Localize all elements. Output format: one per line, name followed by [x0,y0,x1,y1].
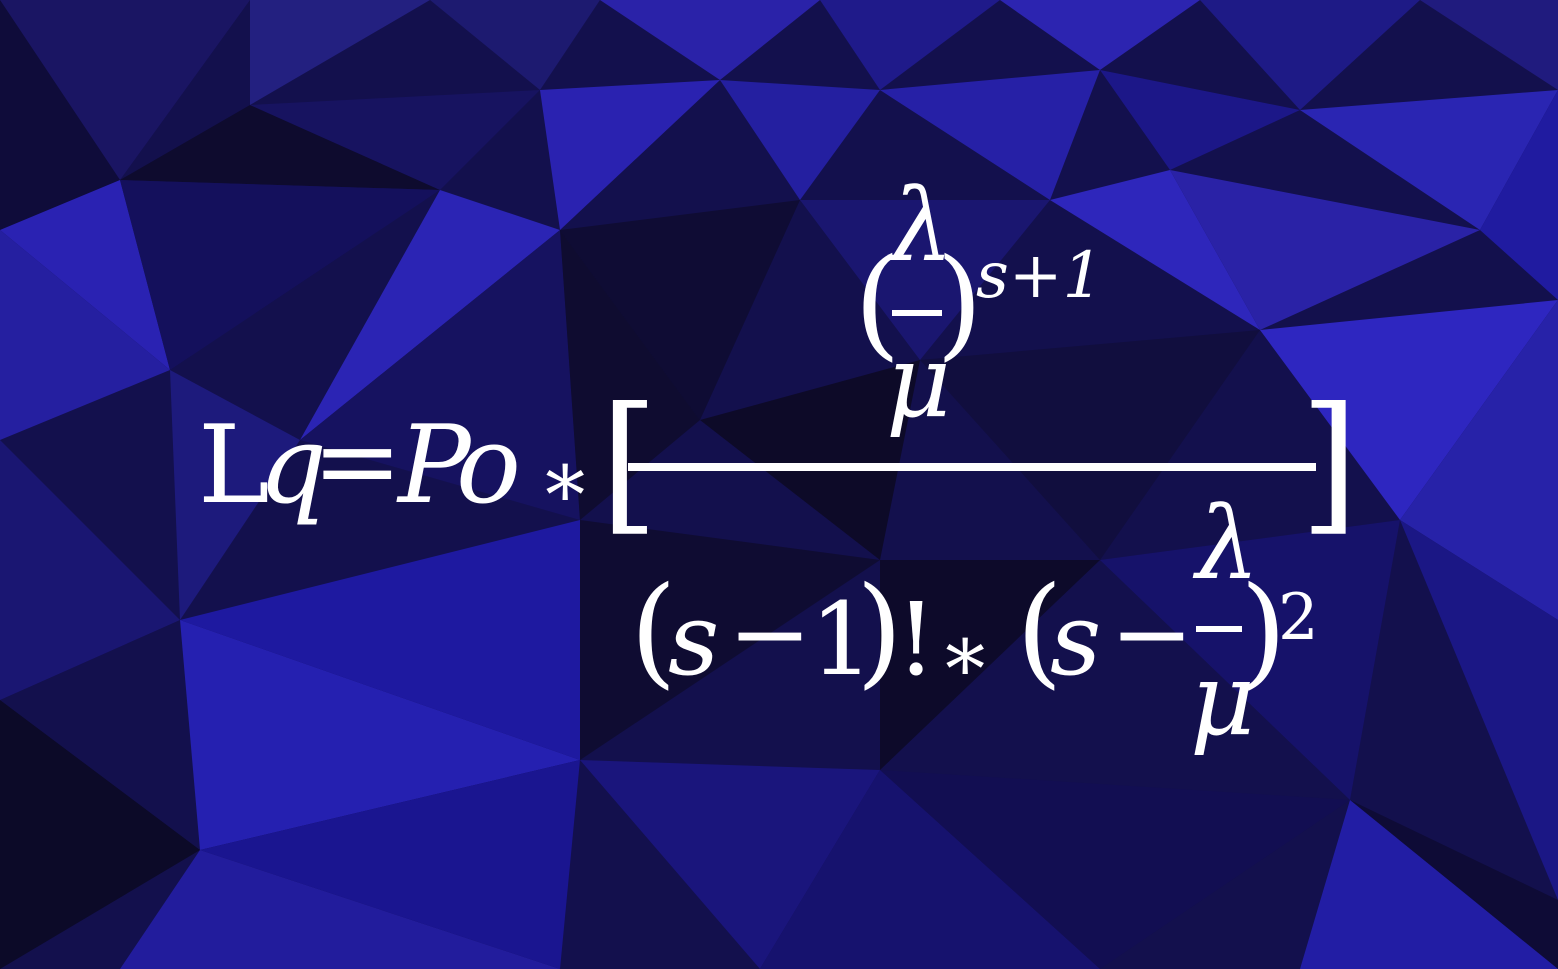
denominator-lambda: λ [1196,485,1260,602]
denominator-open-paren-2: ( [1016,562,1063,701]
denominator-open-paren-1: ( [630,562,677,701]
denominator-exponent: 2 [1278,581,1319,655]
main-fraction-bar [628,463,1316,471]
symbol-P: P [398,403,471,528]
denominator-multiply-symbol: ∗ [938,607,993,700]
denominator-s-1: s [668,581,720,698]
numerator-mu: μ [886,323,951,440]
denominator-minus-1: − [728,575,812,692]
symbol-o: o [456,403,522,528]
factorial-symbol: ! [896,581,937,698]
symbol-q: q [258,403,328,528]
numerator-open-paren: ( [854,234,901,373]
numerator-lambda: λ [890,167,954,284]
denominator-close-paren-1: ) [856,562,903,701]
symbol-L: L [198,403,270,528]
numerator-close-paren: ) [936,234,983,373]
numerator-exponent: s+1 [976,239,1104,313]
denominator-one: 1 [810,581,874,698]
multiply-symbol: ∗ [538,433,593,526]
denominator-s-2: s [1050,581,1102,698]
denominator-minus-2: − [1110,575,1194,692]
denominator-mu: μ [1190,641,1255,758]
equals-sign: = [312,399,403,524]
denominator-close-paren-2: ) [1240,562,1287,701]
denominator-inner-fraction-bar [1196,626,1242,632]
numerator-inner-fraction-bar [892,310,942,316]
